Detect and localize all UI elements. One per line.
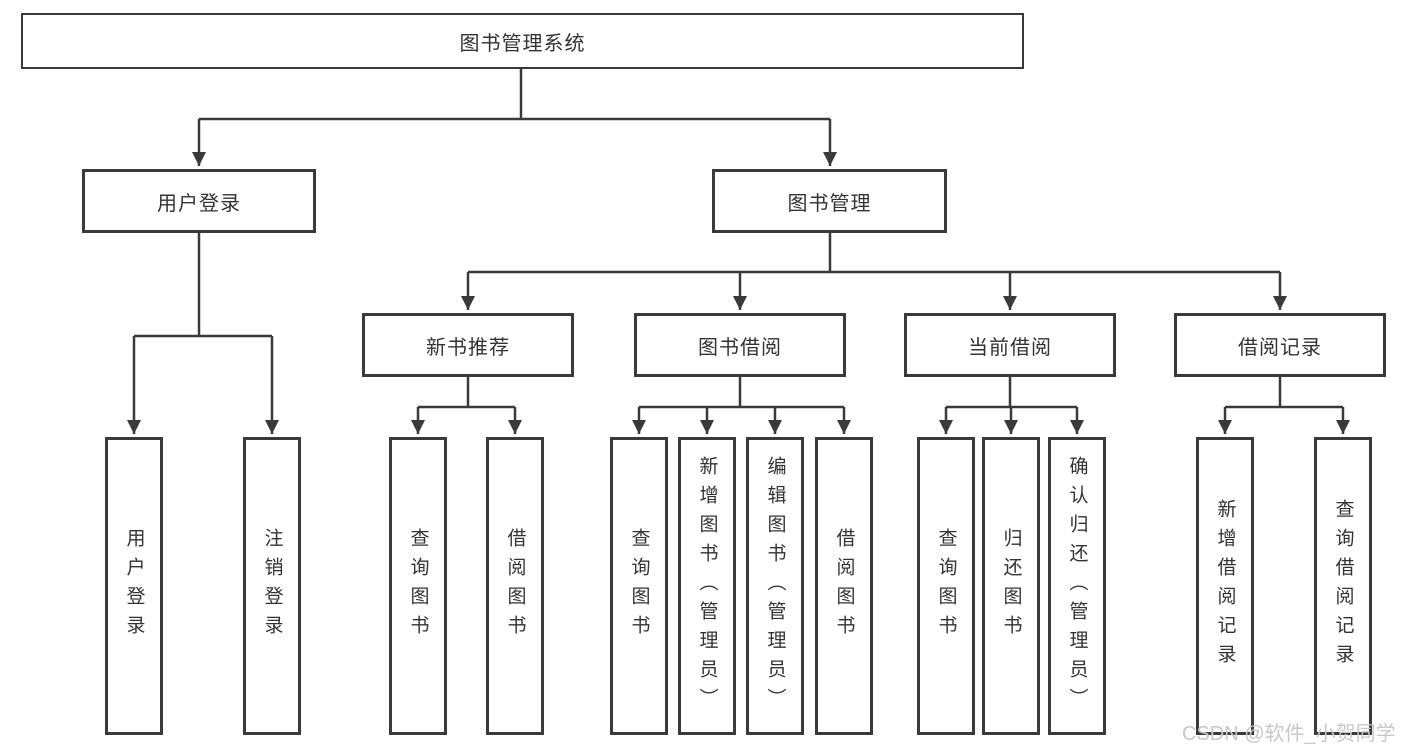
node-label: 借阅图书 [833, 528, 855, 644]
node-label: 编辑图书（管理员） [764, 455, 786, 717]
leaf-recommend-query-books: 查询图书 [389, 437, 447, 735]
node-label: 查询图书 [407, 528, 429, 644]
node-book-management: 图书管理 [712, 169, 947, 233]
node-label: 图书管理系统 [459, 32, 586, 55]
node-label: 用户登录 [157, 192, 241, 215]
node-label: 查询图书 [935, 528, 957, 644]
leaf-current-confirm-return-admin: 确认归还（管理员） [1048, 437, 1106, 735]
leaf-logout: 注销登录 [243, 437, 301, 735]
leaf-current-query-books: 查询图书 [917, 437, 975, 735]
node-user-login: 用户登录 [82, 169, 316, 233]
node-label: 注销登录 [261, 528, 283, 644]
leaf-recommend-borrow-books: 借阅图书 [486, 437, 544, 735]
node-label: 图书借阅 [698, 336, 782, 359]
node-library-management-system: 图书管理系统 [21, 13, 1024, 69]
node-label: 借阅记录 [1238, 336, 1322, 359]
node-label: 新增借阅记录 [1214, 499, 1236, 673]
node-label: 确认归还（管理员） [1066, 455, 1088, 717]
node-label: 归还图书 [1000, 528, 1022, 644]
csdn-watermark: CSDN @软件_小贺同学 [1182, 723, 1396, 745]
node-label: 借阅图书 [504, 528, 526, 644]
node-label: 新书推荐 [426, 336, 510, 359]
leaf-records-query-record: 查询借阅记录 [1314, 437, 1372, 735]
node-label: 新增图书（管理员） [696, 455, 718, 717]
leaf-borrowing-edit-books-admin: 编辑图书（管理员） [746, 437, 804, 735]
node-borrowing-records: 借阅记录 [1174, 313, 1386, 377]
node-label: 用户登录 [123, 528, 145, 644]
leaf-records-add-record: 新增借阅记录 [1196, 437, 1254, 735]
node-label: 图书管理 [787, 192, 872, 215]
node-label: 查询图书 [628, 528, 650, 644]
leaf-borrowing-add-books-admin: 新增图书（管理员） [678, 437, 736, 735]
node-label: 查询借阅记录 [1332, 499, 1354, 673]
node-current-borrowing: 当前借阅 [904, 313, 1116, 377]
leaf-borrowing-query-books: 查询图书 [610, 437, 668, 735]
node-label: 当前借阅 [968, 336, 1052, 359]
leaf-borrowing-borrow-books: 借阅图书 [815, 437, 873, 735]
node-book-borrowing: 图书借阅 [634, 313, 846, 377]
leaf-user-login: 用户登录 [105, 437, 163, 735]
leaf-current-return-books: 归还图书 [982, 437, 1040, 735]
node-new-book-recommend: 新书推荐 [362, 313, 574, 377]
